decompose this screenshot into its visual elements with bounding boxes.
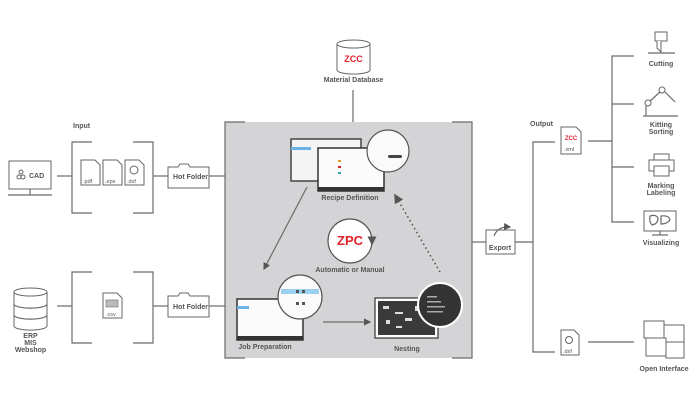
dxf-output-file-icon: .dxf (560, 329, 580, 356)
printer-icon (648, 153, 675, 177)
open-interface-target: Open Interface (639, 320, 689, 373)
recipe-zoom-circle (366, 129, 410, 173)
svg-text:Hot Folder: Hot Folder (173, 174, 208, 181)
input-files: .pdf .eps .dxf (80, 159, 145, 186)
recipe-definition: Recipe Definition (290, 129, 410, 202)
export-arrow-icon (493, 222, 512, 237)
zcc-logo: ZCC (344, 54, 363, 64)
svg-text:.dxf: .dxf (563, 349, 572, 355)
eps-file-icon: .eps (102, 159, 123, 186)
erp-label: ERP (23, 333, 38, 340)
nesting: Nesting (374, 282, 463, 353)
svg-text:Labeling: Labeling (647, 190, 676, 197)
cubes-icon (16, 169, 26, 180)
svg-text:Cutting: Cutting (649, 61, 674, 68)
job-preparation-label: Job Preparation (238, 344, 291, 351)
monitor-icon (643, 210, 677, 236)
input-bracket-top (71, 141, 154, 214)
svg-text:Marking: Marking (648, 183, 675, 190)
material-database-label: Material Database (324, 77, 384, 84)
cad-workstation: CAD (8, 160, 52, 196)
xml-file-icon: ZCC .xml (560, 126, 582, 155)
cutting-target: Cutting (648, 31, 675, 68)
cad-label: CAD (29, 173, 44, 180)
svg-text:Kitting: Kitting (650, 122, 672, 129)
mode-label: Automatic or Manual (315, 267, 384, 274)
material-database: ZCC Material Database (324, 39, 384, 84)
svg-text:Sorting: Sorting (649, 129, 674, 136)
csv-file-icon: .csv (102, 292, 123, 319)
svg-text:Visualizing: Visualizing (643, 240, 679, 247)
output-label: Output (530, 121, 554, 128)
export-node: Export (485, 222, 516, 255)
database-icon (13, 287, 48, 331)
zpc-mode: ZPC Automatic or Manual (315, 218, 385, 274)
monitor-icon (8, 160, 52, 190)
robot-arm-icon (643, 86, 678, 117)
hot-folder-bottom: Hot Folder (167, 292, 210, 318)
dxf-file-icon: .dxf (124, 159, 145, 186)
visualizing-target: Visualizing (643, 210, 679, 247)
input-label: Input (73, 123, 91, 130)
job-preparation: Job Preparation (236, 274, 323, 351)
svg-text:.eps: .eps (105, 179, 116, 185)
svg-text:Open Interface: Open Interface (639, 366, 688, 373)
hot-folder-top: Hot Folder (167, 163, 210, 189)
marking-labeling-target: Marking Labeling (647, 153, 676, 197)
pdf-file-icon: .pdf (80, 159, 101, 186)
svg-text:.pdf: .pdf (83, 179, 93, 185)
nesting-label: Nesting (394, 346, 420, 353)
svg-text:.xml: .xml (564, 147, 574, 153)
cutter-icon (648, 31, 675, 54)
input-bracket-bottom (71, 271, 154, 344)
job-zoom-circle (277, 274, 323, 320)
svg-text:Hot Folder: Hot Folder (173, 304, 208, 311)
zpc-logo: ZPC (337, 233, 364, 248)
svg-text:.csv: .csv (106, 312, 116, 318)
svg-text:Export: Export (489, 245, 512, 252)
svg-text:ZCC: ZCC (565, 136, 578, 142)
webshop-label: Webshop (15, 347, 46, 354)
kitting-sorting-target: Kitting Sorting (643, 86, 678, 136)
mis-label: MIS (24, 340, 37, 347)
puzzle-icon (643, 320, 685, 359)
recipe-definition-label: Recipe Definition (321, 195, 378, 202)
svg-text:.dxf: .dxf (127, 179, 136, 185)
